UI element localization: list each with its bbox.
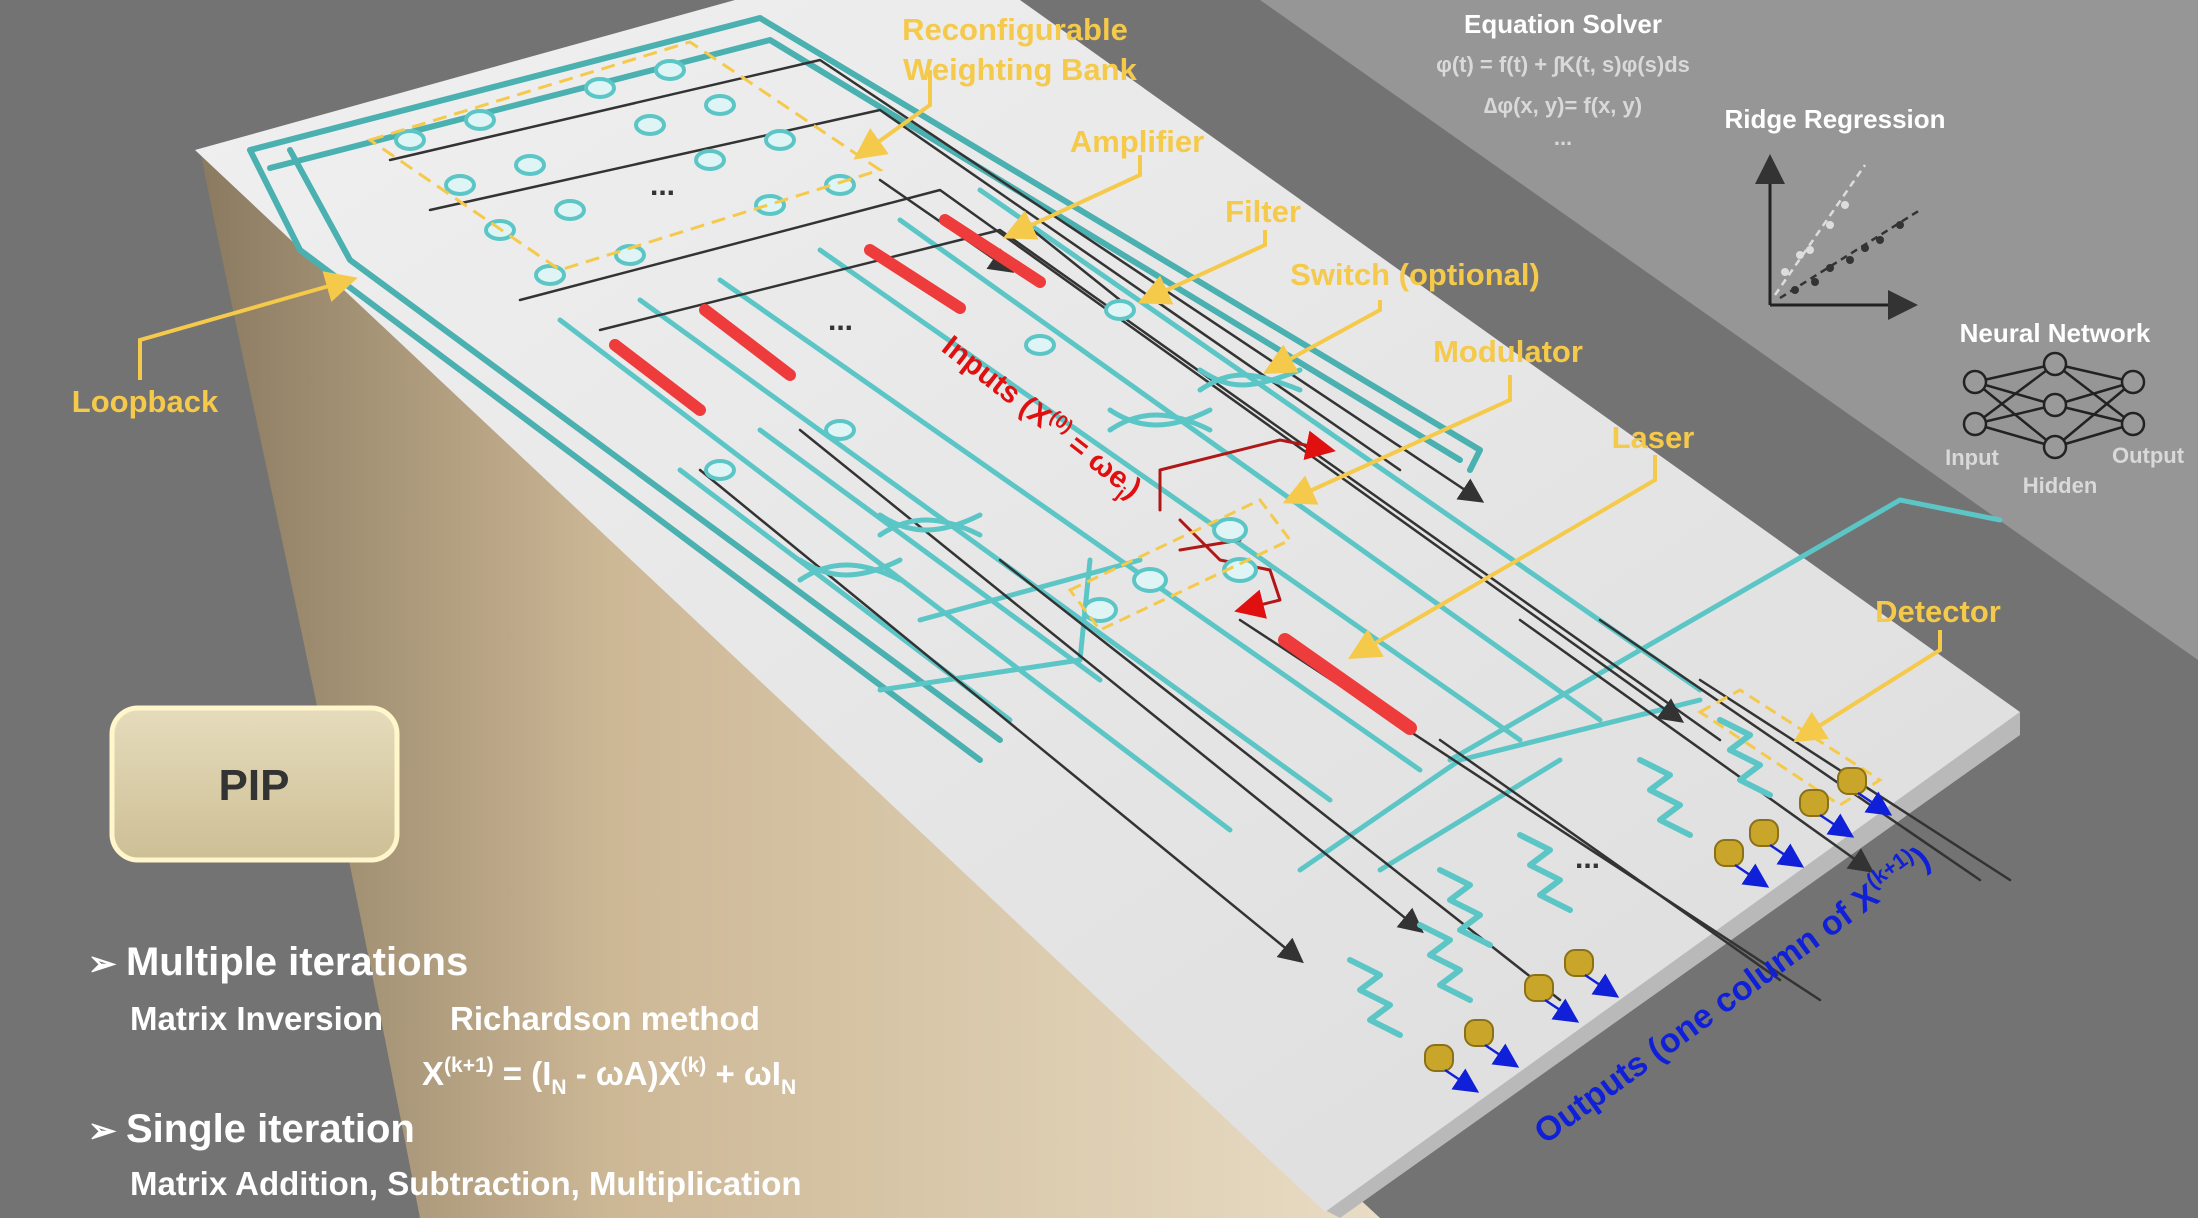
ellipsis-amplifiers: ...: [828, 304, 853, 337]
amplifier-array: [609, 214, 1046, 416]
leader-lines: [138, 70, 1942, 743]
detector-array: [1424, 767, 1867, 1072]
loopback-label: Loopback: [72, 384, 219, 419]
ellipsis-weighting: ...: [650, 169, 675, 202]
detector-element: [1749, 819, 1779, 847]
matrix-operations-label: Matrix Addition, Subtraction, Multiplica…: [130, 1165, 802, 1202]
filter-label: Filter: [1225, 194, 1301, 229]
neural-network: Neural Network Input Hidden Output: [1945, 318, 2185, 498]
iteration-notes: ➢ Multiple iterations Matrix Inversion R…: [88, 940, 802, 1202]
neural-network-hidden-label: Hidden: [2023, 473, 2098, 498]
detector-element: [1464, 1019, 1494, 1047]
chip-edge: [1325, 712, 2020, 1218]
modulator-box: [1067, 498, 1293, 632]
neural-network-graph: [1962, 351, 2146, 460]
detector-box: [1697, 688, 1883, 807]
switch-label: Switch (optional): [1290, 257, 1540, 292]
ridge-regression-plot: [1755, 154, 1921, 320]
detector-element: [1564, 949, 1594, 977]
equation-solver-title: Equation Solver: [1464, 9, 1662, 39]
single-iteration-title: ➢ Single iteration: [88, 1107, 415, 1151]
detector-element: [1524, 974, 1554, 1002]
equation-solver-eq1: φ(t) = f(t) + ∫K(t, s)φ(s)ds: [1436, 52, 1690, 77]
detector-element: [1424, 1044, 1454, 1072]
richardson-formula: X(k+1) = (IN - ωA)X(k) + ωIN: [422, 1054, 796, 1099]
ellipsis-detectors: ...: [1575, 842, 1600, 875]
pip-label: PIP: [219, 761, 290, 810]
weighting-bank-box: [366, 40, 884, 272]
multiple-iterations-title: ➢ Multiple iterations: [88, 940, 468, 984]
neural-network-output-label: Output: [2112, 443, 2185, 468]
ridge-regression: Ridge Regression: [1724, 104, 1946, 320]
equation-solver: Equation Solver φ(t) = f(t) + ∫K(t, s)φ(…: [1436, 9, 1690, 150]
pip-box: PIP: [109, 705, 400, 863]
modulator-label: Modulator: [1433, 334, 1583, 369]
laser-element: [1278, 633, 1417, 735]
richardson-method-label: Richardson method: [450, 1000, 760, 1037]
amplifier-element: [939, 214, 1046, 288]
detector-element: [1837, 767, 1867, 795]
equation-solver-eq2: ∆φ(x, y)= f(x, y): [1484, 93, 1642, 118]
weighting-bank-label-2: Weighting Bank: [903, 52, 1137, 87]
detector-element: [1799, 789, 1829, 817]
output-arrows: [1444, 791, 1893, 1093]
ridge-regression-title: Ridge Regression: [1724, 104, 1945, 134]
weighting-bank-label-1: Reconfigurable: [902, 12, 1128, 47]
detector-element: [1714, 839, 1744, 867]
laser-label: Laser: [1612, 420, 1695, 455]
amplifier-element: [864, 244, 966, 314]
amplifier-label: Amplifier: [1070, 124, 1204, 159]
neural-network-title: Neural Network: [1960, 318, 2151, 348]
detector-label: Detector: [1875, 594, 2001, 629]
application-panel: [1260, 0, 2198, 660]
waveguide-network: [247, 15, 2012, 1038]
neural-network-input-label: Input: [1945, 445, 1999, 470]
amplifier-element: [699, 304, 796, 381]
matrix-inversion-label: Matrix Inversion: [130, 1000, 383, 1037]
equation-solver-more: ...: [1554, 125, 1572, 150]
amplifier-element: [609, 339, 706, 416]
